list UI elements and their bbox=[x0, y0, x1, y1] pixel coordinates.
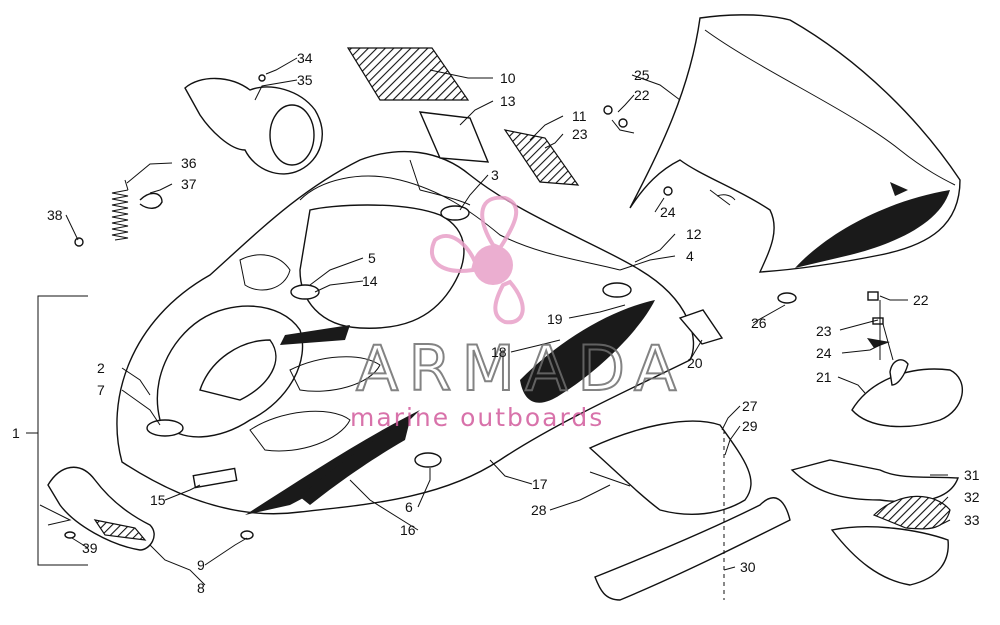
callout-30: 30 bbox=[740, 559, 756, 575]
windshield bbox=[603, 14, 961, 304]
callout-23a: 23 bbox=[572, 126, 588, 142]
callout-34: 34 bbox=[297, 50, 313, 66]
callout-4: 4 bbox=[686, 248, 694, 264]
callout-14: 14 bbox=[362, 273, 378, 289]
callout-3: 3 bbox=[491, 167, 499, 183]
hood-grille-parts bbox=[346, 47, 580, 186]
callout-39: 39 bbox=[82, 540, 98, 556]
armada-logo-icon bbox=[429, 195, 525, 325]
leader-lines bbox=[39, 57, 951, 586]
callout-5: 5 bbox=[368, 250, 376, 266]
callout-38: 38 bbox=[47, 207, 63, 223]
watermark-tagline: marine outboards bbox=[350, 403, 604, 432]
callout-22a: 22 bbox=[634, 87, 650, 103]
callout-24a: 24 bbox=[660, 204, 676, 220]
callout-19: 19 bbox=[547, 311, 563, 327]
belly-pan-parts bbox=[588, 420, 959, 601]
callout-26: 26 bbox=[751, 315, 767, 331]
callout-23b: 23 bbox=[816, 323, 832, 339]
hood-body bbox=[116, 150, 695, 515]
callout-25: 25 bbox=[634, 67, 650, 83]
callout-11: 11 bbox=[572, 108, 587, 124]
callout-37: 37 bbox=[181, 176, 197, 192]
callout-6: 6 bbox=[405, 499, 413, 515]
callout-28: 28 bbox=[531, 502, 547, 518]
air-intake-duct bbox=[184, 74, 323, 175]
callout-8: 8 bbox=[197, 580, 205, 596]
callout-17: 17 bbox=[532, 476, 548, 492]
callout-31: 31 bbox=[964, 467, 980, 483]
callout-13: 13 bbox=[500, 93, 516, 109]
callout-29: 29 bbox=[742, 418, 758, 434]
armada-watermark: ARMADA marine outboards bbox=[350, 195, 686, 432]
side-panels bbox=[47, 309, 724, 551]
callout-15: 15 bbox=[150, 492, 166, 508]
assembly-bracket bbox=[26, 295, 88, 566]
hood-spring-assembly bbox=[74, 179, 163, 247]
callout-20: 20 bbox=[687, 355, 703, 371]
callout-18: 18 bbox=[491, 344, 507, 360]
callout-33: 33 bbox=[964, 512, 980, 528]
callout-32: 32 bbox=[964, 489, 980, 505]
callout-labels: 34 35 36 37 38 10 13 11 23 25 22 24 12 4… bbox=[12, 50, 980, 596]
callout-16: 16 bbox=[400, 522, 416, 538]
callout-35: 35 bbox=[297, 72, 313, 88]
callout-24b: 24 bbox=[816, 345, 832, 361]
callout-27: 27 bbox=[742, 398, 758, 414]
watermark-brand: ARMADA bbox=[356, 332, 686, 405]
callout-10: 10 bbox=[500, 70, 516, 86]
callout-9: 9 bbox=[197, 557, 205, 573]
callout-2: 2 bbox=[97, 360, 105, 376]
callout-21: 21 bbox=[816, 369, 832, 385]
callout-1: 1 bbox=[12, 425, 20, 441]
callout-12: 12 bbox=[686, 226, 702, 242]
mirror-assembly bbox=[851, 291, 963, 428]
callout-36: 36 bbox=[181, 155, 197, 171]
callout-22b: 22 bbox=[913, 292, 929, 308]
callout-7: 7 bbox=[97, 382, 105, 398]
